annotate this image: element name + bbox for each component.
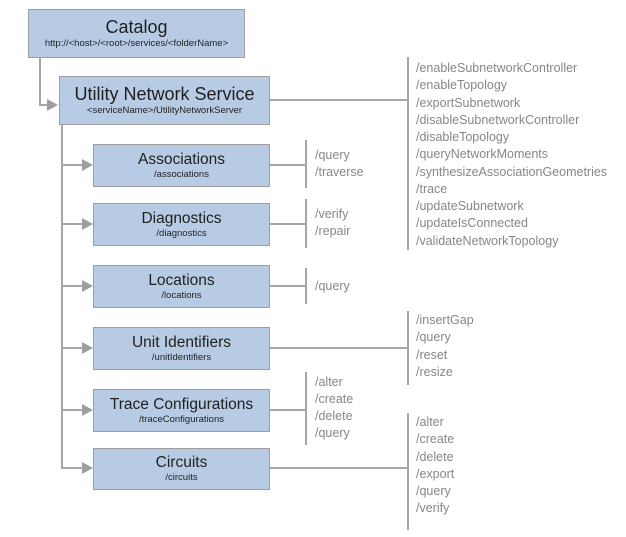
associations-box: Associations /associations [93,144,270,187]
unit-identifiers-subtitle: /unitIdentifiers [151,351,212,363]
connector-branch-diagnostics [61,223,83,225]
operation-label: /create [416,432,455,447]
locations-subtitle: /locations [161,289,202,301]
operation-label: /enableSubnetworkController [416,61,578,75]
unit-identifiers-box: Unit Identifiers /unitIdentifiers [93,327,270,370]
arrowhead-icon [82,342,93,354]
connector-branch-associations [61,164,83,166]
connector-unit-identifiers-operations [270,347,407,349]
circuits-subtitle: /circuits [165,472,198,484]
connector-locations-operations [270,285,305,287]
unit-identifiers-operations-list: /insertGap /query /reset /resize [416,312,474,381]
circuits-title: Circuits [155,454,208,472]
connector-branch-locations [61,285,83,287]
operation-label: /delete [416,449,454,464]
circuits-box: Circuits /circuits [93,448,270,490]
operation-label: /alter [416,415,444,429]
connector-diagnostics-operations [270,223,305,225]
trace-configurations-box: Trace Configurations /traceConfiguration… [93,389,270,432]
operation-label: /trace [416,181,448,196]
connector-trunk-vertical [61,124,63,469]
catalog-title: Catalog [105,17,168,38]
connector-service-operations [270,99,407,101]
utility-network-service-box: Utility Network Service <serviceName>/Ut… [59,76,270,125]
service-subtitle: <serviceName>/UtilityNetworkServer [86,105,243,117]
operation-label: /query [315,426,350,440]
associations-title: Associations [137,150,225,168]
locations-operations-list: /query [315,278,350,295]
operation-label: /updateIsConnected [416,216,528,231]
connector-catalog-vertical [39,58,41,105]
operation-label: /query [315,279,350,293]
trace-configurations-title: Trace Configurations [109,395,254,413]
operation-label: /alter [315,375,343,389]
operation-label: /synthesizeAssociationGeometries [416,164,608,179]
operation-label: /delete [315,409,353,423]
arrowhead-icon [82,462,93,474]
operation-label: /reset [416,347,448,362]
trace-configurations-operations-list: /alter /create /delete /query [315,374,353,442]
service-operations-list: /enableSubnetworkController /enableTopol… [416,60,607,250]
rule-unit-identifiers-operations [407,311,409,385]
associations-subtitle: /associations [154,168,209,180]
connector-branch-circuits [61,467,83,469]
operation-label: /queryNetworkMoments [416,147,548,162]
operation-label: /disableTopology [416,130,510,144]
diagnostics-box: Diagnostics /diagnostics [93,203,270,246]
operation-label: /exportSubnetwork [416,95,521,110]
operation-label: /query [416,484,451,498]
rule-associations-operations [305,140,307,188]
connector-associations-operations [270,164,305,166]
arrowhead-icon [47,99,58,111]
connector-branch-trace-configurations [61,409,83,411]
connector-catalog-horizontal [39,104,49,106]
connector-branch-unit-identifiers [61,347,83,349]
rule-locations-operations [305,268,307,304]
connector-trace-configurations-operations [270,409,305,411]
operation-label: /verify [315,207,349,221]
arrowhead-icon [82,159,93,171]
operation-label: /disableSubnetworkController [416,112,580,127]
connector-circuits-operations [270,467,407,469]
locations-title: Locations [148,271,215,289]
arrowhead-icon [82,218,93,230]
operation-label: /query [416,330,451,345]
operation-label: /traverse [315,165,364,179]
operation-label: /query [315,148,350,162]
circuits-operations-list: /alter /create /delete /export /query /v… [416,414,454,518]
operation-label: /updateSubnetwork [416,199,524,213]
diagnostics-operations-list: /verify /repair [315,206,350,240]
rule-trace-configurations-operations [305,372,307,445]
arrowhead-icon [82,404,93,416]
operation-label: /insertGap [416,313,474,327]
unit-identifiers-title: Unit Identifiers [131,333,232,351]
operation-label: /repair [315,224,351,238]
catalog-box: Catalog http://<host>/<root>/services/<f… [28,9,245,58]
rule-service-operations [407,57,409,250]
operation-label: /export [416,466,455,481]
trace-configurations-subtitle: /traceConfigurations [138,413,225,425]
diagnostics-title: Diagnostics [141,209,222,227]
catalog-subtitle: http://<host>/<root>/services/<folderNam… [44,38,229,50]
arrowhead-icon [82,280,93,292]
operation-label: /validateNetworkTopology [416,233,559,248]
locations-box: Locations /locations [93,265,270,308]
operation-label: /verify [416,501,450,516]
associations-operations-list: /query /traverse [315,147,364,181]
operation-label: /create [315,392,354,406]
rule-diagnostics-operations [305,199,307,248]
diagnostics-subtitle: /diagnostics [156,227,207,239]
operation-label: /enableTopology [416,78,508,93]
operation-label: /resize [416,364,453,379]
service-title: Utility Network Service [74,84,255,105]
rule-circuits-operations [407,413,409,530]
